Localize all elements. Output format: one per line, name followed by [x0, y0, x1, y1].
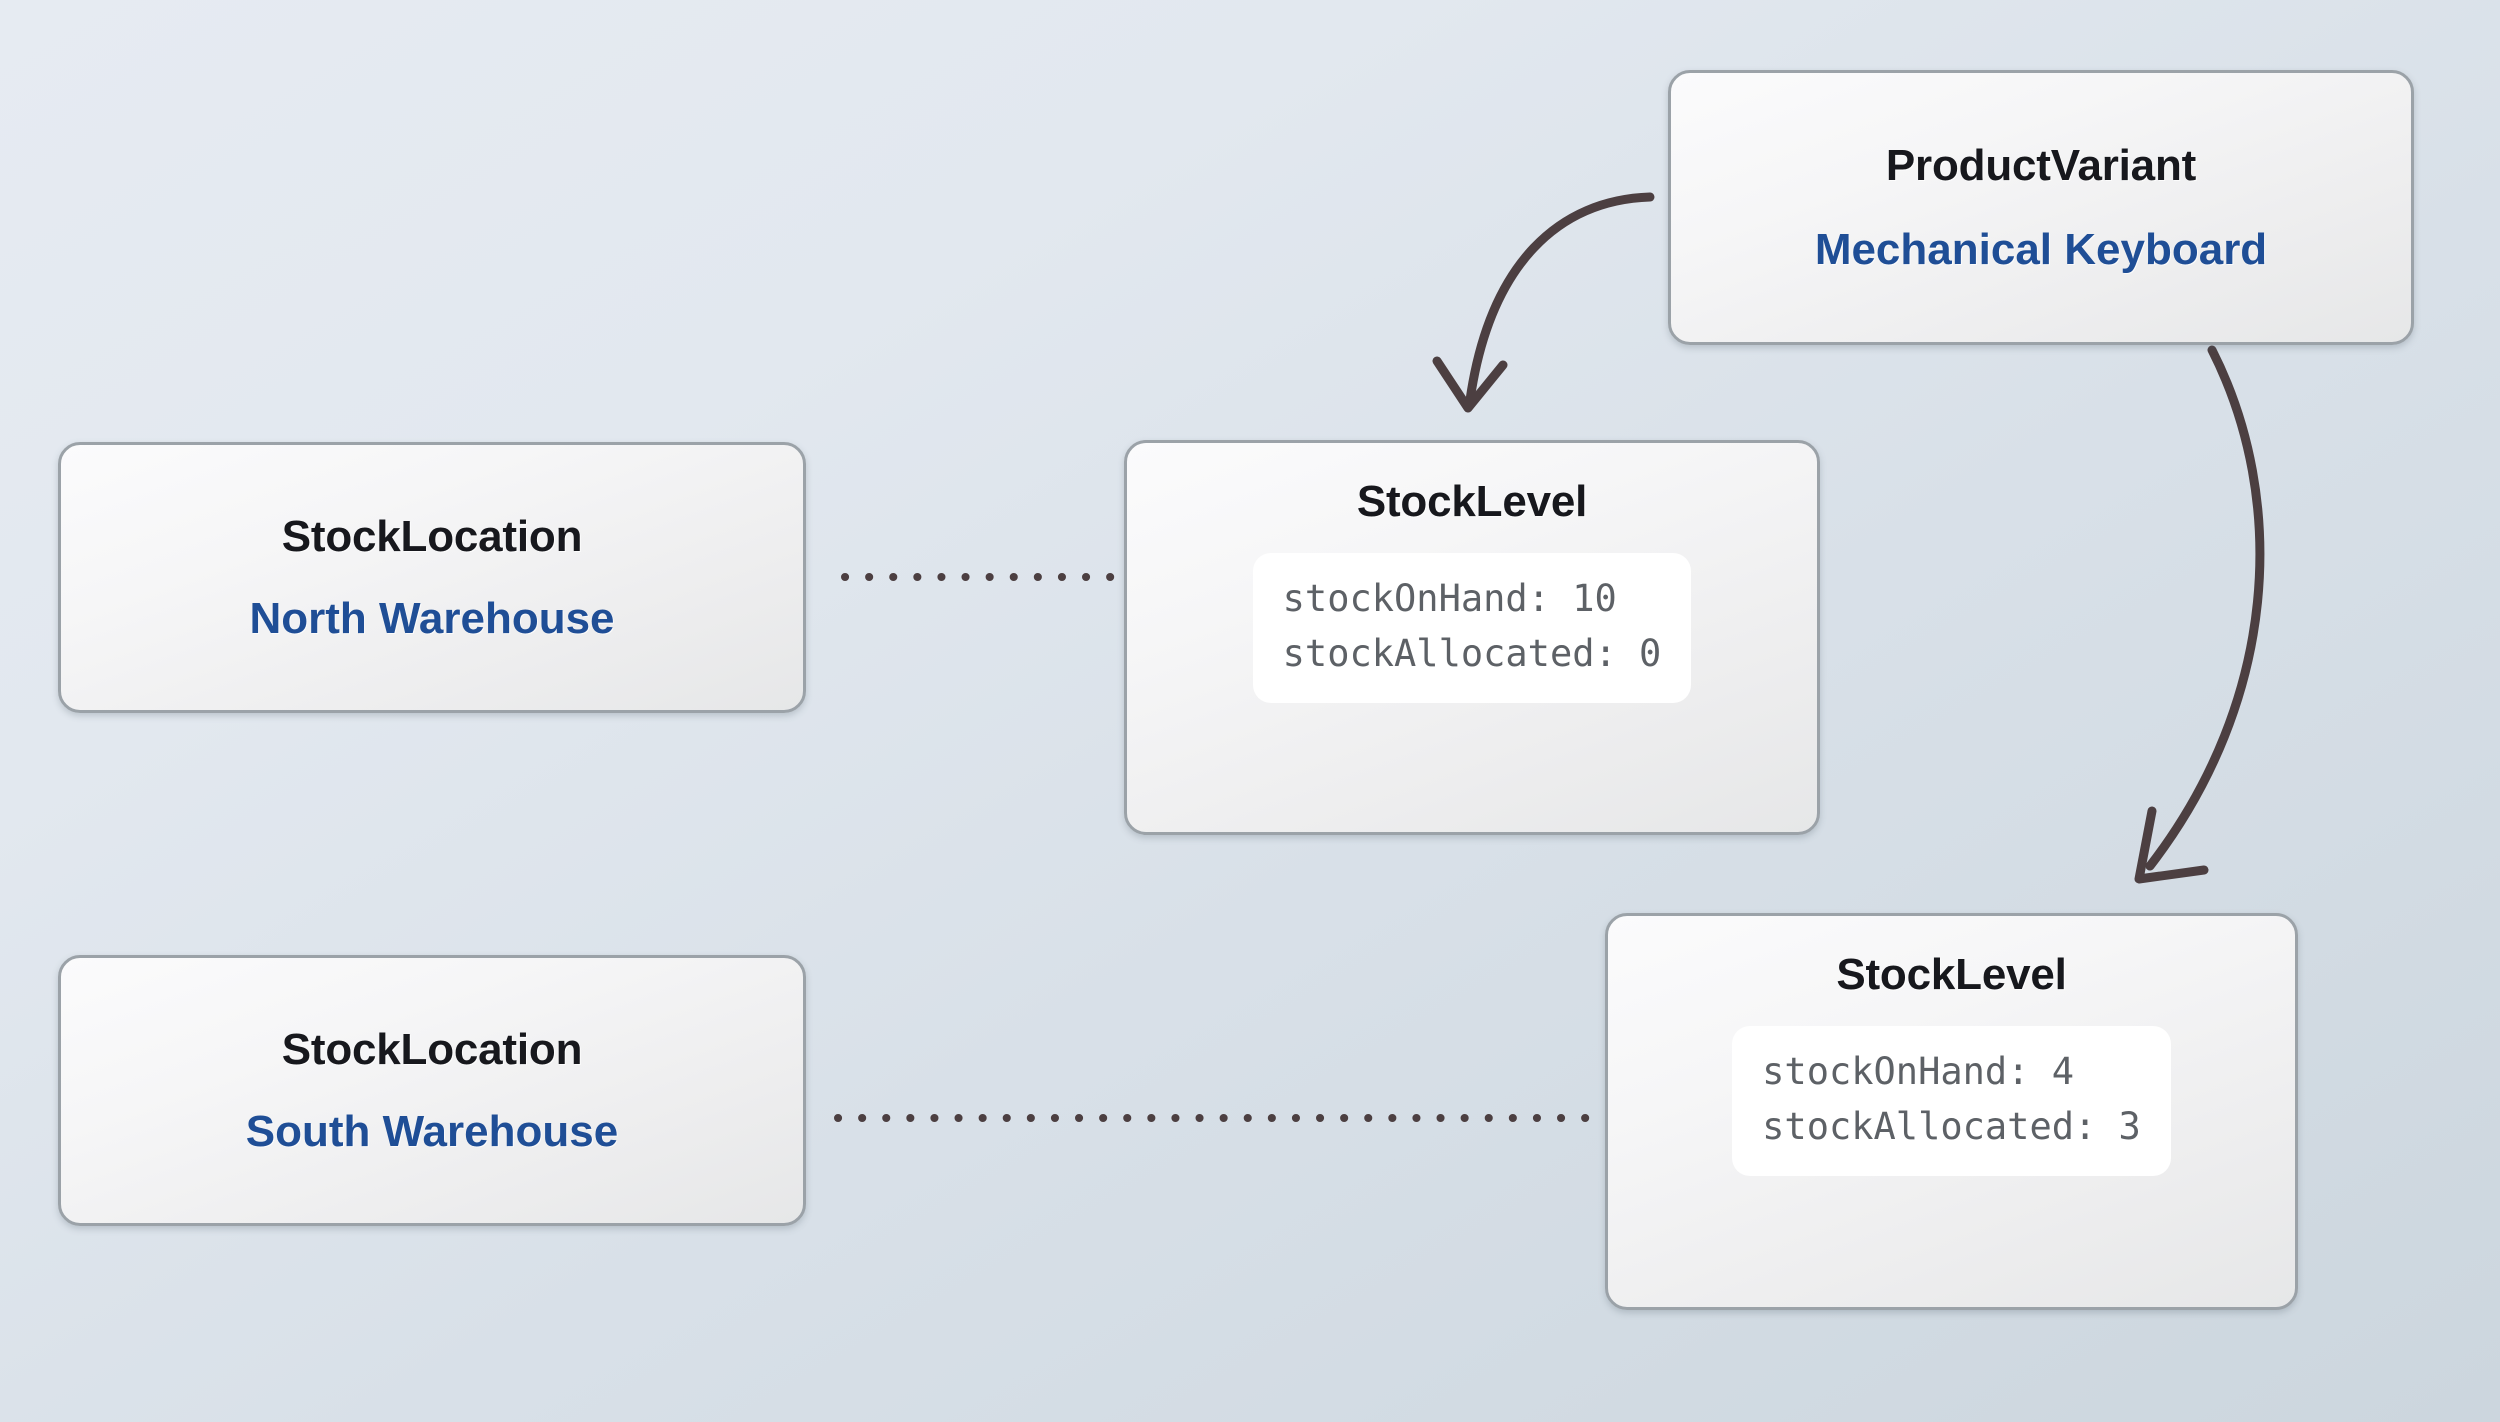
node-entity-label: StockLevel	[1356, 477, 1588, 526]
node-instance-name: South Warehouse	[245, 1106, 619, 1156]
property-panel: stockOnHand: 4 stockAllocated: 3	[1732, 1026, 2171, 1176]
node-stock-location-north[interactable]: StockLocation North Warehouse	[58, 442, 806, 713]
node-instance-name: North Warehouse	[249, 593, 615, 643]
node-stock-location-south[interactable]: StockLocation South Warehouse	[58, 955, 806, 1226]
property-row-stock-on-hand: stockOnHand: 4	[1762, 1050, 2075, 1093]
node-product-variant[interactable]: ProductVariant Mechanical Keyboard	[1668, 70, 2414, 345]
edge-variant-to-stocklevel-north	[1432, 192, 1655, 413]
property-row-stock-on-hand: stockOnHand: 10	[1282, 577, 1617, 620]
edge-variant-to-stocklevel-south	[2134, 345, 2265, 884]
node-entity-label: StockLevel	[1836, 950, 2067, 999]
property-row-stock-allocated: stockAllocated: 0	[1282, 631, 1662, 675]
node-entity-label: ProductVariant	[1885, 140, 2197, 190]
property-panel: stockOnHand: 10 stockAllocated: 0	[1252, 553, 1692, 703]
node-stock-level-north[interactable]: StockLevel stockOnHand: 10 stockAllocate…	[1124, 440, 1820, 835]
node-stock-level-south[interactable]: StockLevel stockOnHand: 4 stockAllocated…	[1605, 913, 2298, 1310]
property-row-stock-allocated: stockAllocated: 3	[1762, 1104, 2141, 1148]
node-instance-name: Mechanical Keyboard	[1814, 224, 2268, 274]
node-entity-label: StockLocation	[281, 1024, 583, 1074]
node-entity-label: StockLocation	[281, 511, 583, 561]
